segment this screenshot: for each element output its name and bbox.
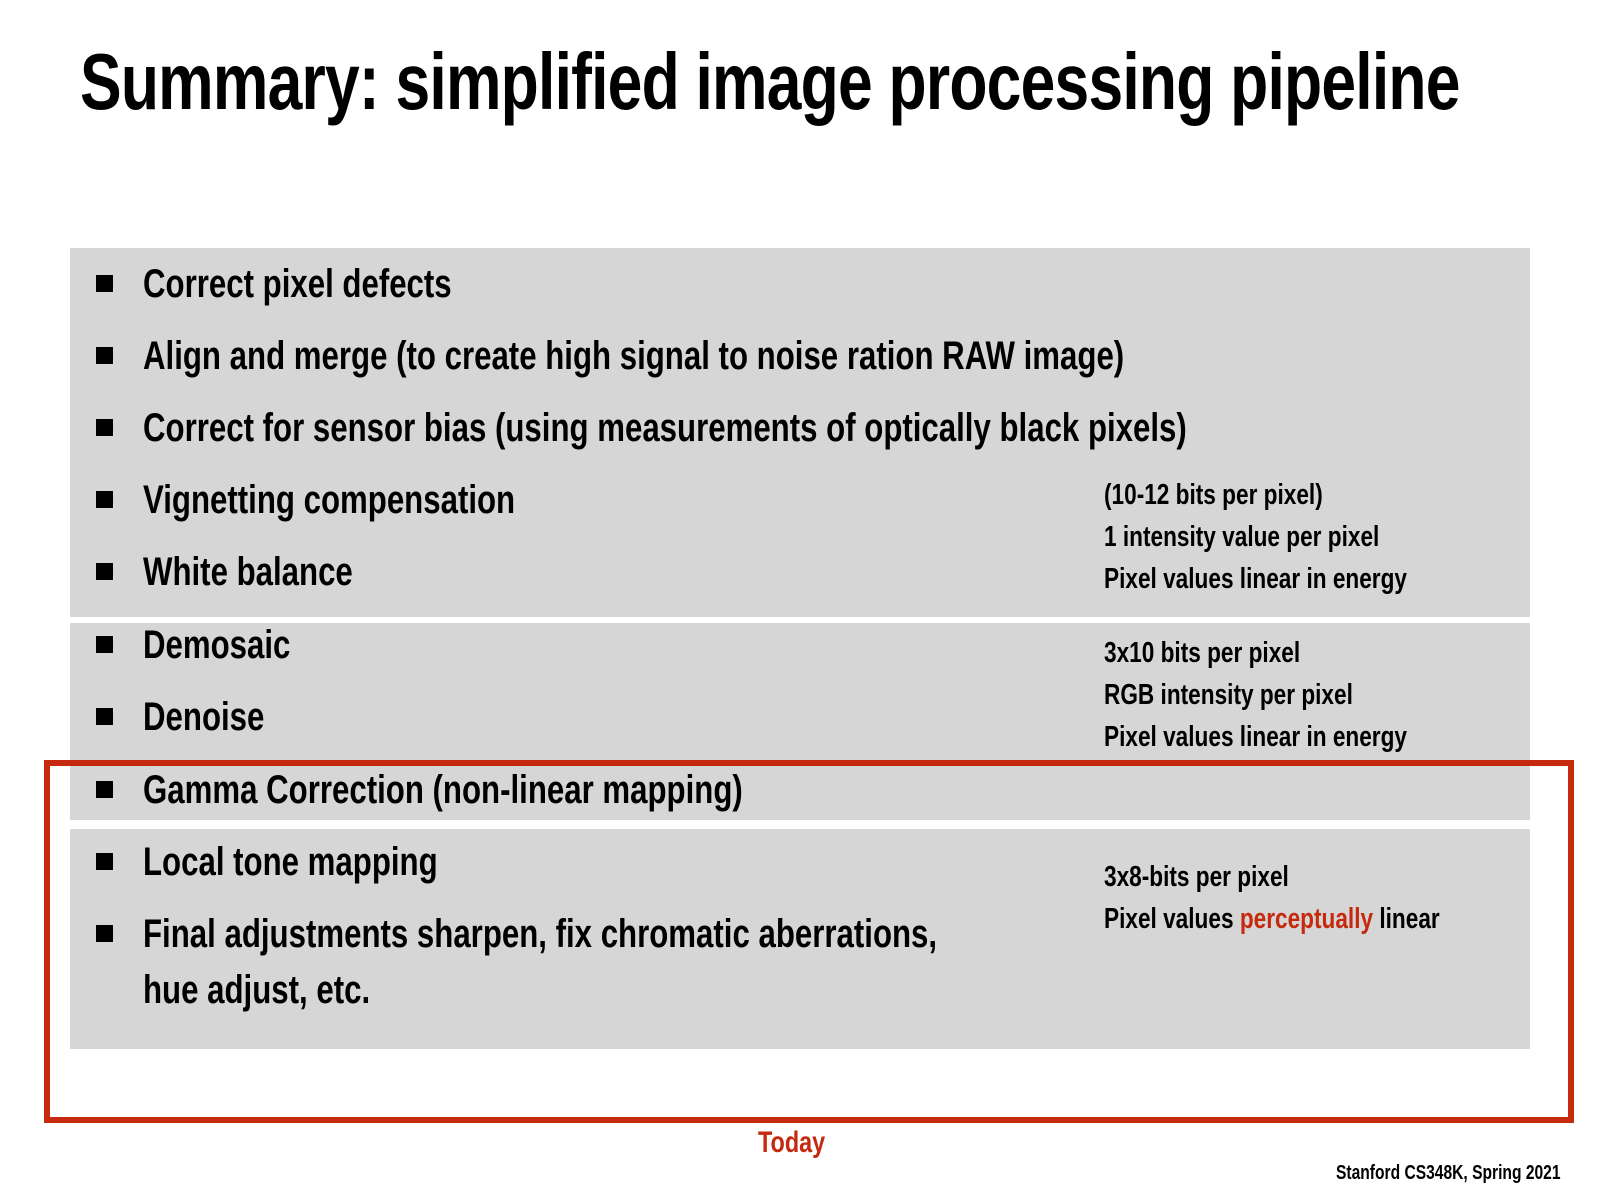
final-stage-note: 3x8-bits per pixel Pixel values perceptu… — [1104, 861, 1440, 935]
list-item: White balance — [143, 550, 353, 594]
bullet-icon — [96, 419, 113, 436]
raw-stage-panel — [70, 248, 1530, 617]
list-item: Demosaic — [143, 623, 291, 667]
list-item: Gamma Correction (non-linear mapping) — [143, 768, 743, 812]
bullet-icon — [96, 853, 113, 870]
bullet-icon — [96, 781, 113, 798]
list-item: Align and merge (to create high signal t… — [143, 334, 1125, 378]
today-label: Today — [758, 1126, 826, 1159]
slide-title: Summary: simplified image processing pip… — [80, 37, 1460, 126]
bullet-icon — [96, 275, 113, 292]
raw-stage-note: (10-12 bits per pixel) 1 intensity value… — [1104, 479, 1408, 595]
bullet-icon — [96, 925, 113, 942]
rgb-stage-panel — [70, 623, 1530, 758]
bullet-icon — [96, 708, 113, 725]
rgb-stage-note: 3x10 bits per pixel RGB intensity per pi… — [1104, 637, 1408, 753]
perceptually-highlight: perceptually — [1239, 903, 1374, 935]
list-item: Denoise — [143, 695, 265, 739]
list-item: Final adjustments sharpen, fix chromatic… — [143, 912, 938, 956]
gamma-stage-panel — [70, 758, 1530, 820]
list-item: Correct pixel defects — [143, 262, 452, 306]
today-highlight-box — [44, 760, 1574, 1123]
footer-course: Stanford CS348K, Spring 2021 — [1336, 1162, 1561, 1184]
list-item: Correct for sensor bias (using measureme… — [143, 406, 1187, 450]
list-item-continuation: hue adjust, etc. — [143, 968, 371, 1012]
bullet-icon — [96, 636, 113, 653]
list-item: Local tone mapping — [143, 840, 438, 884]
bullet-icon — [96, 491, 113, 508]
final-stage-panel — [70, 829, 1530, 1049]
bullet-icon — [96, 563, 113, 580]
bullet-icon — [96, 347, 113, 364]
list-item: Vignetting compensation — [143, 478, 516, 522]
